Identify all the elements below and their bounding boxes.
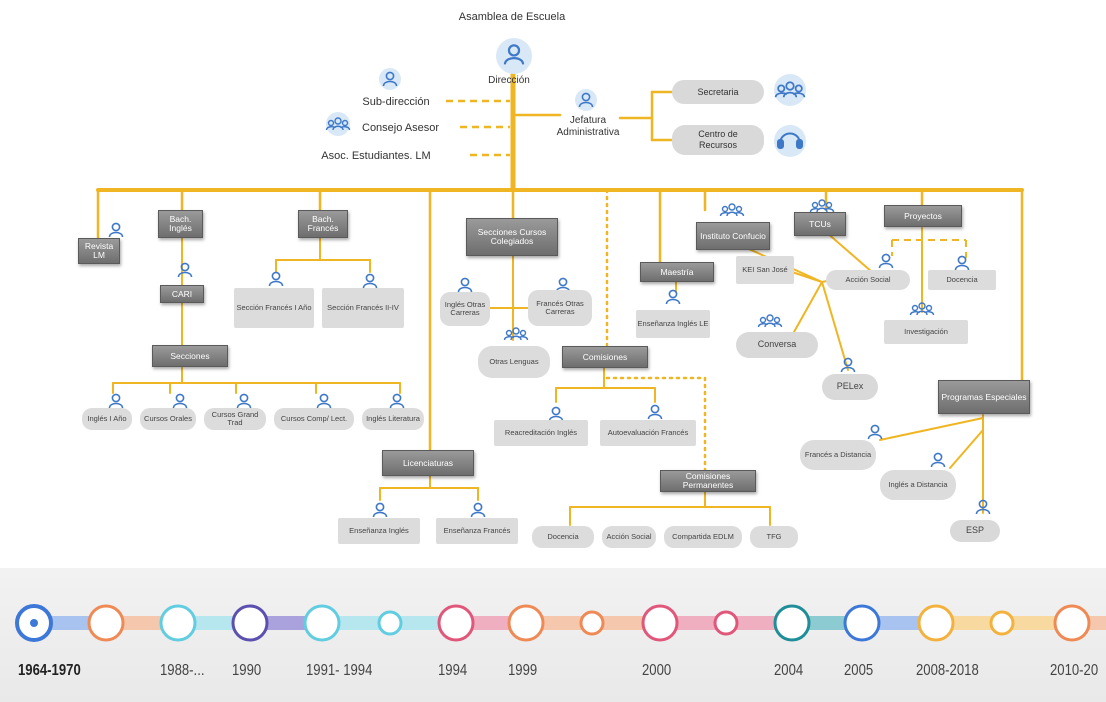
secciones-node[interactable]: Secciones [152, 345, 228, 367]
frances-otras-node[interactable]: Francés Otras Carreras [528, 290, 592, 326]
org-chart: Asamblea de Escuela Dirección Sub-direcc… [96, 11, 1024, 526]
esp-node[interactable]: ESP [950, 520, 1000, 542]
timeline-year-2[interactable]: 1988-... [160, 662, 205, 679]
docencia-node[interactable]: Docencia [928, 270, 996, 290]
ingles-otras-node[interactable]: Inglés Otras Carreras [440, 292, 490, 326]
timeline-year-4[interactable]: 1991- 1994 [306, 662, 373, 679]
sec-item-2[interactable]: Cursos Orales [140, 408, 196, 430]
headset-icon [777, 132, 803, 149]
conversa-node[interactable]: Conversa [736, 332, 818, 358]
kei-node[interactable]: KEI San José [736, 256, 794, 284]
subdireccion-label: Sub-dirección [362, 96, 429, 108]
timeline-year-7[interactable]: 2000 [642, 662, 672, 679]
tcus-node[interactable]: TCUs [794, 212, 846, 236]
perm-item-2[interactable]: Acción Social [602, 526, 656, 548]
timeline-year-6[interactable]: 1999 [508, 662, 538, 679]
centro-label-1: Centro de [698, 129, 738, 139]
revista-node[interactable]: Revista LM [78, 238, 120, 264]
secciones-cursos-node[interactable]: Secciones Cursos Colegiados [466, 218, 558, 256]
seccion-frances-2-node[interactable]: Sección Francés II-IV [322, 288, 404, 328]
jefatura-label-1: Jefatura [570, 115, 607, 126]
comisiones-node[interactable]: Comisiones [562, 346, 648, 368]
licenciaturas-node[interactable]: Licenciaturas [382, 450, 474, 476]
reacreditacion-node[interactable]: Reacreditación Inglés [494, 420, 588, 446]
perm-item-1[interactable]: Docencia [532, 526, 594, 548]
autoevaluacion-node[interactable]: Autoevaluación Francés [600, 420, 696, 446]
ens-ingles-node[interactable]: Enseñanza Inglés [338, 518, 420, 544]
cari-node[interactable]: CARI [160, 285, 204, 303]
bach-frances-node[interactable]: Bach. Francés [298, 210, 348, 238]
ens-ingles-le-node[interactable]: Enseñanza Inglés LE [636, 310, 710, 338]
centro-label-2: Recursos [699, 140, 738, 150]
otras-lenguas-node[interactable]: Otras Lenguas [478, 346, 550, 378]
timeline-year-1[interactable]: 1964-1970 [18, 662, 81, 679]
perm-item-3[interactable]: Compartida EDLM [664, 526, 742, 548]
seccion-frances-1-node[interactable]: Sección Francés I Año [234, 288, 314, 328]
timeline-year-10[interactable]: 2008-2018 [916, 662, 979, 679]
timeline-year-8[interactable]: 2004 [774, 662, 804, 679]
consejo-label: Consejo Asesor [362, 122, 439, 134]
sec-item-5[interactable]: Inglés Literatura [362, 408, 424, 430]
proyectos-node[interactable]: Proyectos [884, 205, 962, 227]
timeline-year-3[interactable]: 1990 [232, 662, 262, 679]
timeline-track [15, 604, 1106, 642]
assembly-label: Asamblea de Escuela [459, 11, 566, 23]
perm-item-4[interactable]: TFG [750, 526, 798, 548]
maestria-node[interactable]: Maestría [640, 262, 714, 282]
timeline: 1964-1970 1988-... 1990 1991- 1994 1994 … [0, 568, 1106, 702]
frances-distancia-node[interactable]: Francés a Distancia [800, 440, 876, 470]
direccion-label: Dirección [488, 75, 530, 86]
sec-item-4[interactable]: Cursos Comp/ Lect. [274, 408, 354, 430]
secretaria-label: Secretaria [697, 87, 738, 97]
sec-item-1[interactable]: Inglés I Año [82, 408, 132, 430]
investigacion-node[interactable]: Investigación [884, 320, 968, 344]
jefatura-label-2: Administrativa [557, 127, 620, 138]
timeline-year-9[interactable]: 2005 [844, 662, 874, 679]
bach-ingles-node[interactable]: Bach. Inglés [158, 210, 203, 238]
sec-item-3[interactable]: Cursos Grand Trad [204, 408, 266, 430]
programas-node[interactable]: Programas Especiales [938, 380, 1030, 414]
comisiones-perm-node[interactable]: Comisiones Permanentes [660, 470, 756, 492]
pelex-node[interactable]: PELex [822, 374, 878, 400]
asoc-label: Asoc. Estudiantes. LM [321, 150, 430, 162]
timeline-year-11[interactable]: 2010-20 [1050, 662, 1099, 679]
ens-frances-node[interactable]: Enseñanza Francés [436, 518, 518, 544]
confucio-node[interactable]: Instituto Confucio [696, 222, 770, 250]
ingles-distancia-node[interactable]: Inglés a Distancia [880, 470, 956, 500]
accion-social-node[interactable]: Acción Social [826, 270, 910, 290]
timeline-year-5[interactable]: 1994 [438, 662, 468, 679]
